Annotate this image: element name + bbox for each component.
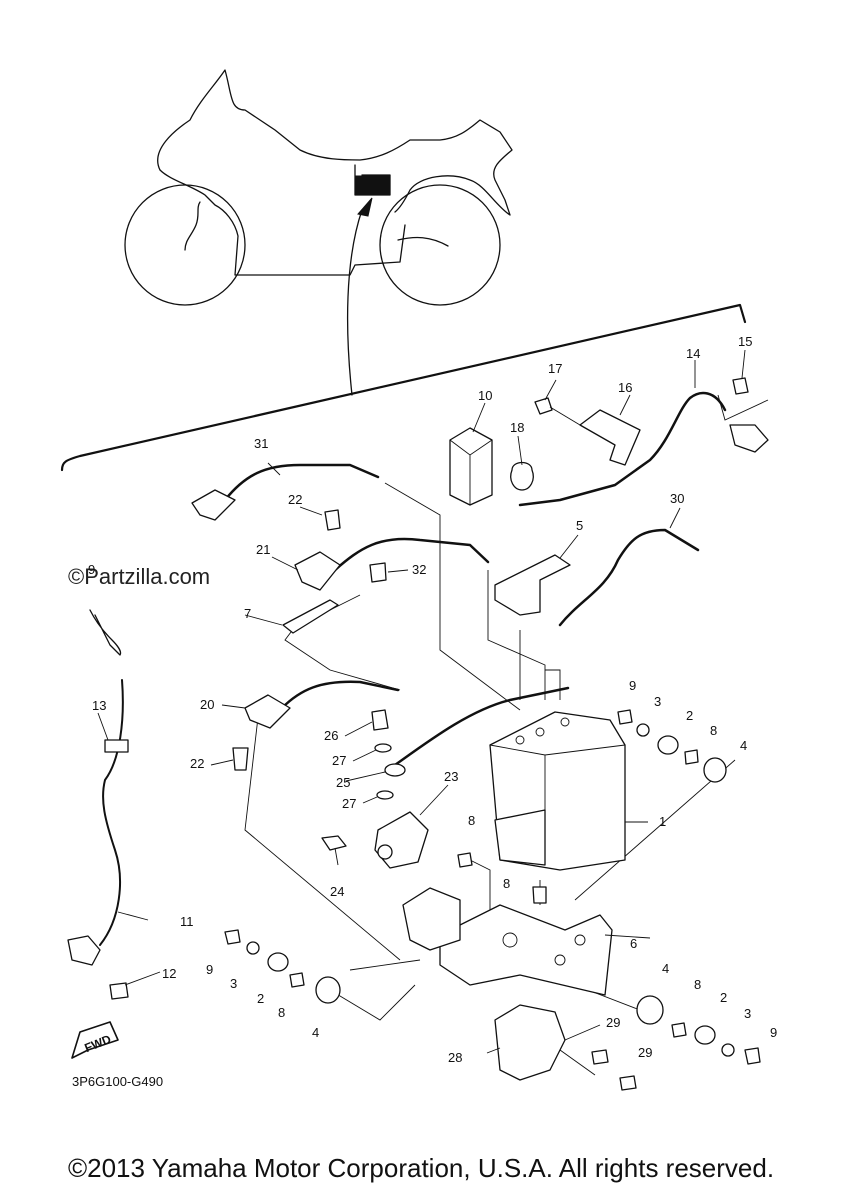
- callout-3: 3: [230, 976, 237, 991]
- callout-28: 28: [448, 1050, 462, 1065]
- callout-27: 27: [332, 753, 346, 768]
- callout-14: 14: [686, 346, 700, 361]
- callout-9: 9: [770, 1025, 777, 1040]
- callout-2: 2: [686, 708, 693, 723]
- callout-9: 9: [206, 962, 213, 977]
- section-divider: [60, 303, 747, 472]
- callout-25: 25: [336, 775, 350, 790]
- callout-17: 17: [548, 361, 562, 376]
- callout-24: 24: [330, 884, 344, 899]
- motorcycle-silhouette: [124, 69, 513, 396]
- callout-3: 3: [654, 694, 661, 709]
- copyright-footer: ©2013 Yamaha Motor Corporation, U.S.A. A…: [67, 1153, 775, 1183]
- callout-31: 31: [254, 436, 268, 451]
- callout-7: 7: [244, 606, 251, 621]
- callout-23: 23: [444, 769, 458, 784]
- brake-pipes: [99, 391, 727, 946]
- callout-9: 9: [629, 678, 636, 693]
- callout-9: 9: [88, 562, 95, 577]
- callout-32: 32: [412, 562, 426, 577]
- callout-13: 13: [92, 698, 106, 713]
- callout-4: 4: [740, 738, 747, 753]
- callout-2: 2: [720, 990, 727, 1005]
- callout-12: 12: [162, 966, 176, 981]
- callout-4: 4: [662, 961, 669, 976]
- callout-18: 18: [510, 420, 524, 435]
- callout-8: 8: [278, 1005, 285, 1020]
- callout-26: 26: [324, 728, 338, 743]
- callout-20: 20: [200, 697, 214, 712]
- callout-2: 2: [257, 991, 264, 1006]
- callout-22: 22: [190, 756, 204, 771]
- callout-27: 27: [342, 796, 356, 811]
- callout-21: 21: [256, 542, 270, 557]
- callout-8: 8: [710, 723, 717, 738]
- callout-labels: 1 2 2 2 3 3 3 4 4 4 5 6 7 8 8 8 8 8 9 9 …: [88, 334, 777, 1065]
- callout-22: 22: [288, 492, 302, 507]
- diagram-code: 3P6G100-G490: [72, 1074, 163, 1089]
- callout-6: 6: [630, 936, 637, 951]
- callout-8: 8: [468, 813, 475, 828]
- callout-8: 8: [694, 977, 701, 992]
- callout-11: 11: [180, 914, 194, 929]
- callout-29: 29: [638, 1045, 652, 1060]
- callout-29: 29: [606, 1015, 620, 1030]
- callout-15: 15: [738, 334, 752, 349]
- callout-leaders: [97, 349, 746, 1054]
- callout-8: 8: [503, 876, 510, 891]
- callout-10: 10: [478, 388, 492, 403]
- parts: [67, 377, 769, 1091]
- callout-16: 16: [618, 380, 632, 395]
- callout-30: 30: [670, 491, 684, 506]
- callout-4: 4: [312, 1025, 319, 1040]
- callout-5: 5: [576, 518, 583, 533]
- callout-3: 3: [744, 1006, 751, 1021]
- routing-lines: [244, 394, 769, 1076]
- watermark-text: ©Partzilla.com: [68, 564, 210, 589]
- callout-1: 1: [659, 814, 666, 829]
